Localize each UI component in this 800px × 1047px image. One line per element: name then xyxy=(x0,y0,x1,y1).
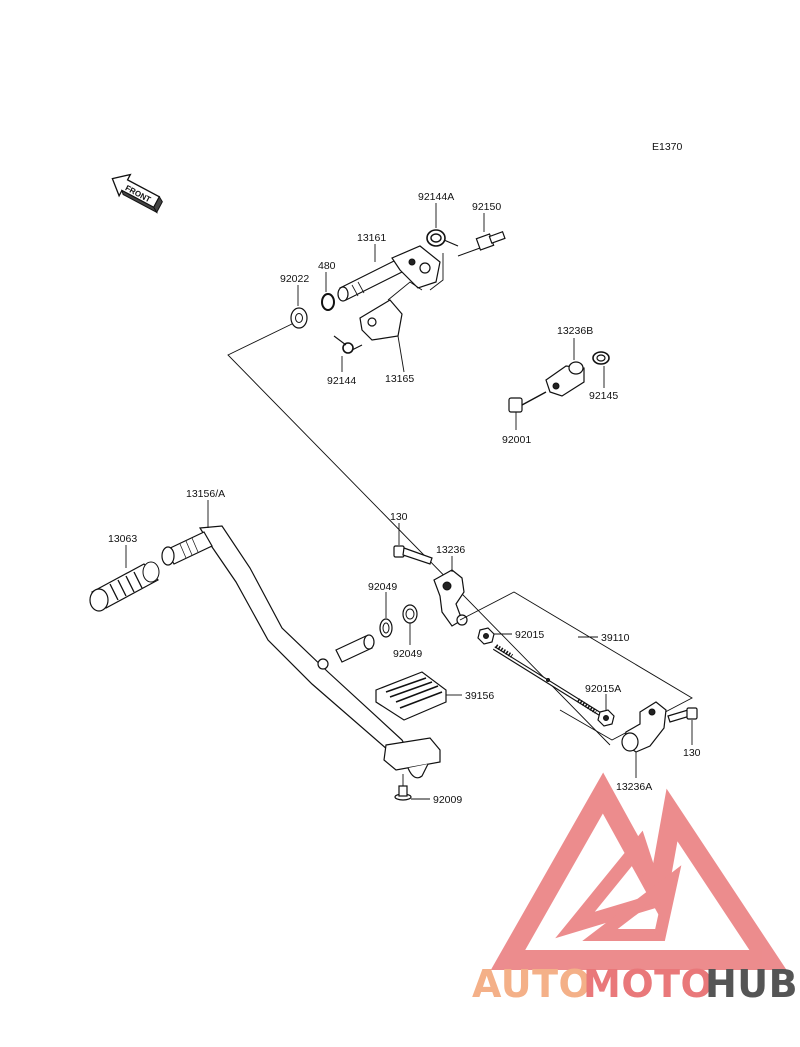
part-label-13165: 13165 xyxy=(385,373,414,385)
spring-92145 xyxy=(592,351,610,365)
diagram-code: E1370 xyxy=(652,141,683,153)
bolt-92009 xyxy=(394,774,412,801)
pedal-rubber-13063 xyxy=(89,561,160,612)
plate-13165 xyxy=(359,281,423,341)
oil-seal-92049-left xyxy=(379,618,393,638)
part-label-13236: 13236 xyxy=(436,544,465,556)
spring-92144 xyxy=(333,335,363,354)
nut-92015A xyxy=(597,709,615,727)
upper-group-boundary xyxy=(227,321,611,746)
part-label-92145: 92145 xyxy=(589,390,618,402)
part-label-130-upper: 130 xyxy=(390,511,408,523)
tie-rod-39110 xyxy=(492,644,602,716)
shift-shaft-13161 xyxy=(337,245,441,302)
part-label-13156A: 13156/A xyxy=(186,488,225,500)
part-label-92022: 92022 xyxy=(280,273,309,285)
wordmark-hub: HUB xyxy=(705,962,798,1006)
part-label-39156: 39156 xyxy=(465,690,494,702)
part-label-92144A: 92144A xyxy=(418,191,454,203)
lever-13236 xyxy=(433,569,468,627)
oil-seal-92049-right xyxy=(402,604,418,624)
front-arrow-icon: FRONT xyxy=(111,173,163,214)
part-label-39110: 39110 xyxy=(601,632,630,644)
part-label-13236B: 13236B xyxy=(557,325,593,337)
pedal-pad-39156 xyxy=(375,671,447,721)
part-label-92015: 92015 xyxy=(515,629,544,641)
part-label-92150: 92150 xyxy=(472,201,501,213)
part-label-130-lower: 130 xyxy=(683,747,701,759)
leader-line xyxy=(397,335,405,373)
part-label-92049-lower: 92049 xyxy=(393,648,422,660)
lever-13236B xyxy=(545,361,585,397)
pedal-peg xyxy=(161,531,213,566)
part-label-92015A: 92015A xyxy=(585,683,621,695)
bolt-92150 xyxy=(457,231,506,257)
part-label-92049-upper: 92049 xyxy=(368,581,397,593)
shift-pedal-13156A xyxy=(198,525,441,779)
wordmark-moto: MOTO xyxy=(583,962,713,1006)
part-label-13161: 13161 xyxy=(357,232,386,244)
leader-92144A xyxy=(429,253,444,291)
part-label-92001: 92001 xyxy=(502,434,531,446)
tie-rod-group-boundary xyxy=(459,591,693,741)
part-label-92144: 92144 xyxy=(327,375,356,387)
rod-end-13236A xyxy=(621,701,667,753)
part-label-13236A: 13236A xyxy=(616,781,652,793)
washer-92022 xyxy=(290,307,308,329)
automotohub-logo xyxy=(490,772,787,970)
part-label-92009: 92009 xyxy=(433,794,462,806)
automotohub-wordmark: AUTO MOTO HUB xyxy=(472,962,798,1006)
pedal-pivot-shaft xyxy=(335,634,375,663)
spring-92144A xyxy=(426,229,459,247)
part-label-13063: 13063 xyxy=(108,533,137,545)
part-label-480: 480 xyxy=(318,260,336,272)
bolt-130-lower xyxy=(667,707,698,723)
bolt-130-upper xyxy=(393,545,433,565)
circlip-480 xyxy=(321,293,335,311)
wordmark-auto: AUTO xyxy=(472,962,591,1006)
bolt-92001 xyxy=(508,391,547,413)
nut-92015 xyxy=(477,627,495,645)
